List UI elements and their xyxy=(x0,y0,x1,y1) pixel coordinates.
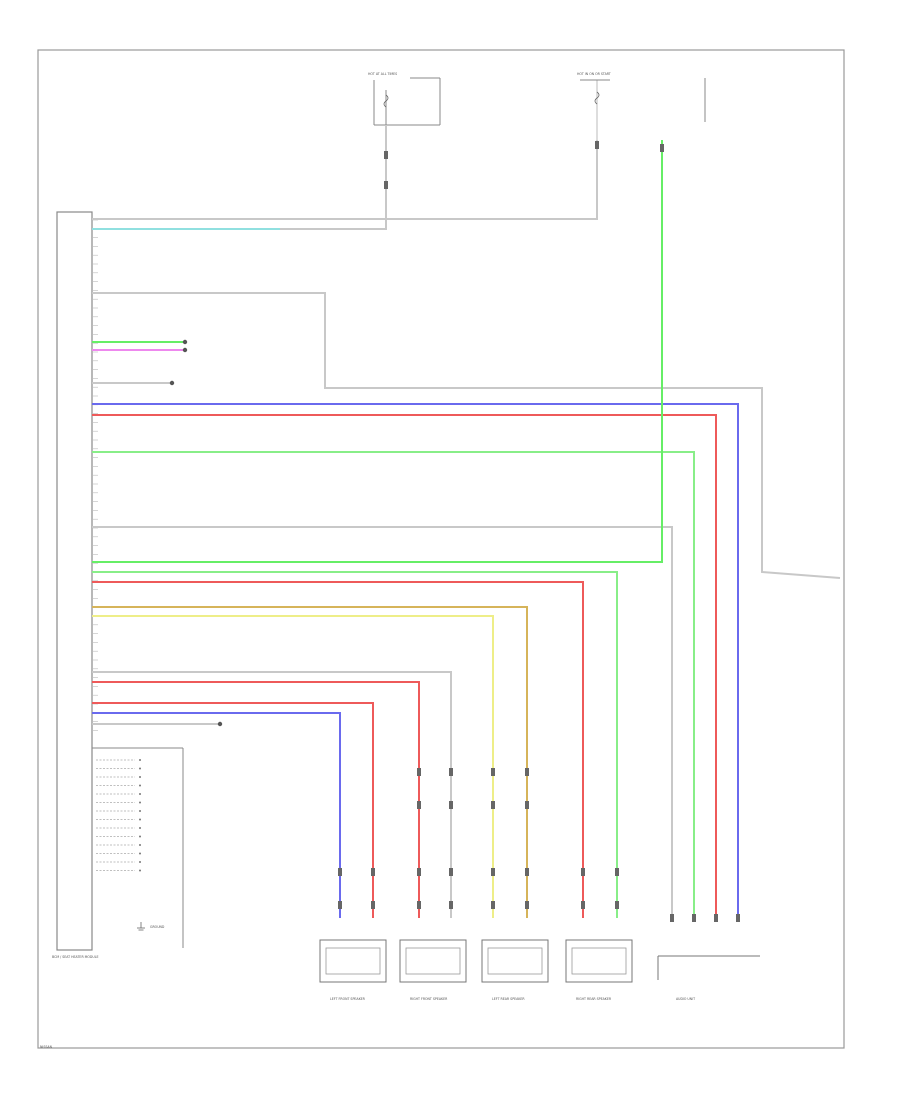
wire-tan xyxy=(92,606,528,918)
connector xyxy=(338,901,342,909)
wire-blue xyxy=(92,712,341,918)
connector xyxy=(714,914,718,922)
internal-terminal-dot xyxy=(139,784,141,787)
wire-red xyxy=(92,581,584,918)
connector xyxy=(371,868,375,876)
connector xyxy=(384,181,388,189)
internal-terminal-dot xyxy=(139,844,141,846)
wire-red xyxy=(92,414,717,918)
ground-label: GROUND xyxy=(150,925,165,929)
connector xyxy=(449,868,453,876)
connector xyxy=(525,768,529,776)
wire-gray xyxy=(280,125,387,230)
connector xyxy=(615,901,619,909)
connector xyxy=(417,801,421,809)
internal-terminal-dot xyxy=(139,759,141,761)
connector xyxy=(670,914,674,922)
connector xyxy=(371,901,375,909)
connector xyxy=(449,801,453,809)
wire-group xyxy=(92,125,841,918)
connector xyxy=(736,914,740,922)
connector-group xyxy=(169,141,740,922)
fuse-right-label: HOT IN ON OR START xyxy=(577,72,611,76)
internal-terminal-dot xyxy=(139,869,141,872)
wire-yellow xyxy=(92,615,494,918)
ecu-pin-ticks xyxy=(92,219,98,731)
splice-dot xyxy=(182,339,188,345)
right-module-label: AUDIO UNIT xyxy=(676,997,695,1001)
wire-green xyxy=(92,571,618,918)
internal-terminal-dot xyxy=(139,810,141,812)
connector xyxy=(595,141,599,149)
connector xyxy=(692,914,696,922)
internal-terminal-dot xyxy=(139,852,141,855)
footer-code: NISSAN xyxy=(40,1045,53,1049)
ecu-module-label: BCM / SEAT HEATER MODULE xyxy=(52,955,99,959)
internal-terminal-dot xyxy=(139,793,141,795)
connector xyxy=(615,868,619,876)
connector xyxy=(338,868,342,876)
wire-gray xyxy=(92,292,841,579)
wire-red xyxy=(92,702,374,918)
speaker-rf-label: RIGHT FRONT SPEAKER xyxy=(410,997,448,1001)
wire-red xyxy=(92,681,420,918)
internal-terminal-dot xyxy=(139,776,141,778)
internal-terminals xyxy=(96,759,141,872)
splice-dot xyxy=(217,721,223,727)
connector xyxy=(449,901,453,909)
connector xyxy=(491,768,495,776)
internal-terminal-dot xyxy=(139,827,141,829)
wire-gray xyxy=(92,526,673,918)
speaker-left-rear: LEFT REAR SPEAKER xyxy=(481,939,549,1001)
connector xyxy=(525,868,529,876)
internal-terminal-dot xyxy=(139,801,141,804)
connector xyxy=(581,901,585,909)
connector xyxy=(417,901,421,909)
ground-symbol: GROUND xyxy=(137,922,165,931)
connector xyxy=(525,901,529,909)
connector xyxy=(417,768,421,776)
speaker-left-front: LEFT FRONT SPEAKER xyxy=(319,939,387,1001)
connector xyxy=(581,868,585,876)
speaker-lr-label: LEFT REAR SPEAKER xyxy=(492,997,525,1001)
wire-blue xyxy=(92,403,739,918)
wire-green xyxy=(92,451,695,918)
fuse-block-left: HOT AT ALL TIMES xyxy=(368,72,441,126)
speaker-rr-label: RIGHT REAR SPEAKER xyxy=(576,997,612,1001)
splice-dot xyxy=(169,380,175,386)
connector xyxy=(660,144,664,152)
wire-light-green xyxy=(92,140,663,563)
speaker-right-front: RIGHT FRONT SPEAKER xyxy=(399,939,467,1001)
connector xyxy=(491,801,495,809)
ecu-module: BCM / SEAT HEATER MODULE xyxy=(52,211,184,959)
internal-terminal-dot xyxy=(139,835,141,838)
connector xyxy=(491,901,495,909)
connector xyxy=(491,868,495,876)
connector xyxy=(449,768,453,776)
wire-gray xyxy=(92,671,452,918)
right-module: AUDIO UNIT xyxy=(657,955,760,1001)
internal-terminal-dot xyxy=(139,861,141,863)
speaker-lf-label: LEFT FRONT SPEAKER xyxy=(330,997,366,1001)
connector xyxy=(384,151,388,159)
fuse-left-label: HOT AT ALL TIMES xyxy=(368,72,397,76)
connector xyxy=(525,801,529,809)
connector xyxy=(417,868,421,876)
internal-terminal-dot xyxy=(139,767,141,770)
diagram-frame xyxy=(37,49,845,1049)
splice-dot xyxy=(182,347,188,353)
wire-gray xyxy=(92,140,598,220)
speaker-right-rear: RIGHT REAR SPEAKER xyxy=(565,939,633,1001)
internal-terminal-dot xyxy=(139,818,141,821)
